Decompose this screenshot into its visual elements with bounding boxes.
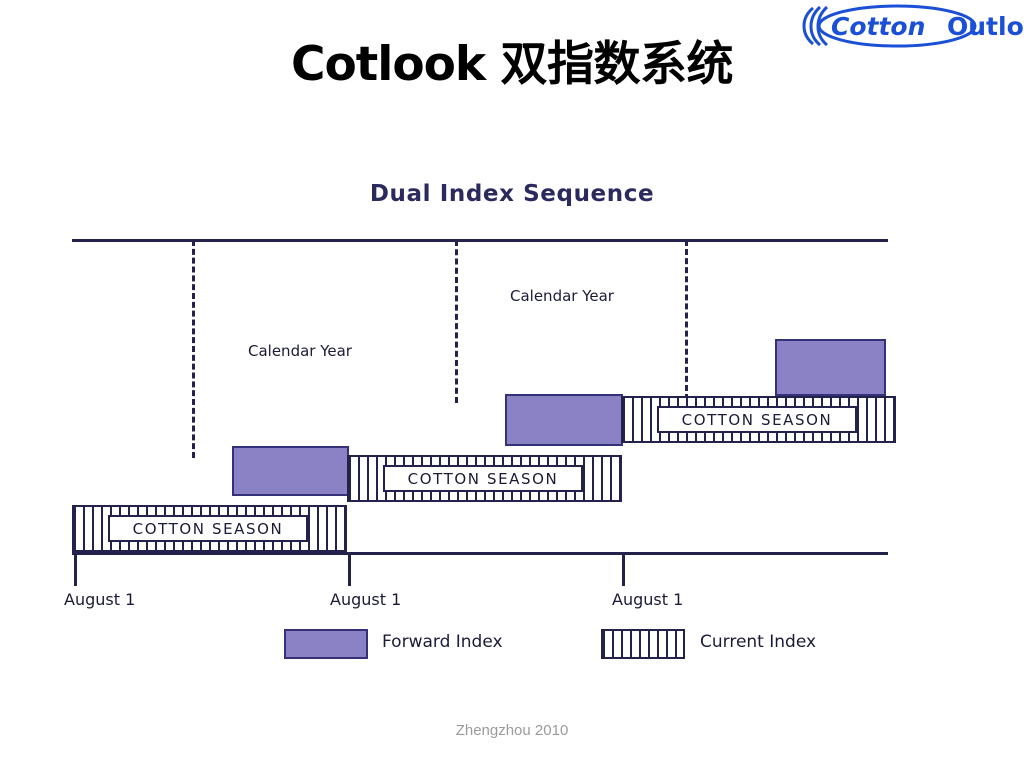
axis-tick-2: [348, 554, 351, 586]
logo-graphic: Cotton Outlook: [802, 4, 1023, 48]
axis-tick-label-3: August 1: [612, 590, 684, 609]
legend-swatch-forward-index: [284, 629, 368, 659]
axis-tick-1: [74, 554, 77, 586]
cotton-outlook-logo: Cotton Outlook: [797, 2, 1023, 50]
calendar-year-divider-1: [192, 240, 195, 458]
forward-index-bar-3: [775, 339, 886, 396]
legend-swatch-current-index: [601, 629, 685, 659]
logo-word-cotton: Cotton: [831, 12, 925, 41]
figure-title: Dual Index Sequence: [369, 181, 655, 207]
page-title-latin: Cotlook: [290, 37, 501, 92]
legend-label-forward-index: Forward Index: [382, 632, 503, 652]
cotton-season-label-3: COTTON SEASON: [657, 406, 857, 433]
axis-tick-label-2: August 1: [330, 590, 402, 609]
bottom-axis-line: [72, 552, 888, 555]
axis-tick-label-1: August 1: [64, 590, 136, 609]
figure-canvas: Calendar Year Calendar Year COTTON SEASO…: [0, 160, 1024, 680]
forward-index-bar-1: [232, 446, 349, 496]
calendar-year-divider-3: [685, 240, 688, 400]
forward-index-bar-2: [505, 394, 623, 446]
axis-tick-3: [622, 554, 625, 586]
legend-label-current-index: Current Index: [700, 632, 817, 652]
page-title-cjk: 双指数系统: [500, 37, 734, 92]
annotation-calendar-year-1: Calendar Year: [248, 342, 352, 360]
annotation-calendar-year-2: Calendar Year: [510, 287, 614, 305]
logo-word-outlook: Outlook: [947, 12, 1023, 41]
cotton-season-label-1: COTTON SEASON: [108, 515, 308, 542]
cotton-season-label-2: COTTON SEASON: [383, 465, 583, 492]
calendar-year-divider-2: [455, 240, 458, 403]
dual-index-sequence-figure: Dual Index Sequence Calendar Year Calend…: [0, 160, 1024, 680]
top-axis-line: [72, 239, 888, 242]
page-title: Cotlook 双指数系统: [0, 36, 1024, 94]
slide-footer: Zhengzhou 2010: [455, 722, 569, 739]
